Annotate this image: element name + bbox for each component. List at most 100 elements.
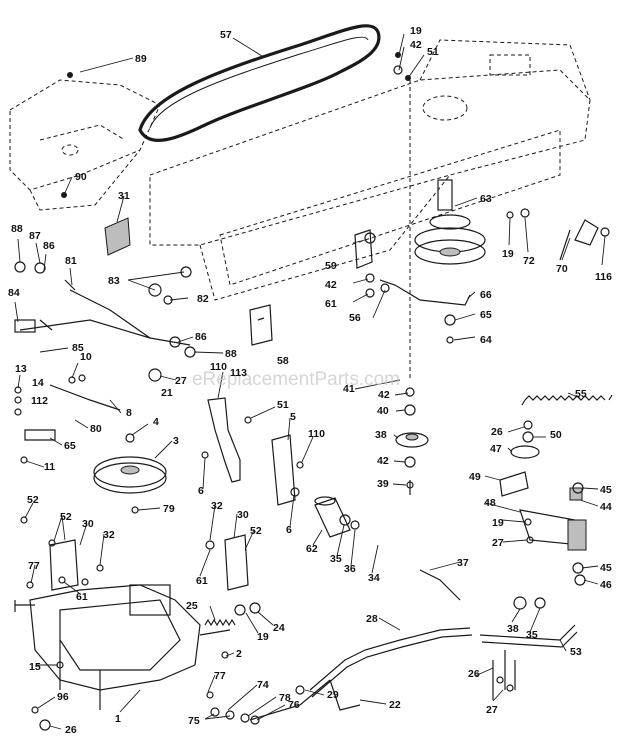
hardware — [14, 52, 610, 731]
callout: 5 — [290, 411, 296, 423]
callout: 22 — [389, 699, 401, 711]
callout: 65 — [480, 309, 492, 321]
callout: 61 — [196, 575, 208, 587]
bracket-110 — [207, 397, 241, 483]
callout: 47 — [490, 443, 502, 455]
callout: 14 — [32, 377, 44, 389]
callout: 52 — [250, 525, 262, 537]
callout: 88 — [225, 348, 237, 360]
callout: 52 — [27, 494, 39, 506]
idler-pulley-47 — [510, 445, 540, 459]
callout: 87 — [29, 230, 41, 242]
callout: 40 — [377, 405, 389, 417]
callout: 58 — [277, 355, 289, 367]
callout: 82 — [197, 293, 209, 305]
callout: 25 — [186, 600, 198, 612]
callout: 19 — [492, 517, 504, 529]
callout: 112 — [31, 395, 48, 407]
callout: 55 — [575, 388, 587, 400]
callout: 75 — [188, 715, 200, 727]
callout: 1 — [115, 713, 121, 725]
callout: 4 — [153, 416, 159, 428]
bracket-30-left — [49, 539, 79, 591]
callout: 31 — [118, 190, 130, 202]
callout: 15 — [29, 661, 41, 673]
callout: 21 — [161, 387, 173, 399]
idler-pulley-38 — [395, 432, 429, 448]
callout: 66 — [480, 289, 492, 301]
callout: 27 — [175, 375, 187, 387]
clutch-rod — [309, 627, 471, 691]
frame-rail-upper — [149, 69, 591, 246]
callout: 52 — [60, 511, 72, 523]
bracket-5 — [271, 434, 296, 506]
callout: 26 — [468, 668, 480, 680]
bracket-58 — [249, 304, 273, 346]
callout: 29 — [327, 689, 339, 701]
callout: 41 — [343, 383, 355, 395]
callout: 13 — [15, 363, 27, 375]
callout: 72 — [523, 255, 535, 267]
callout: 88 — [11, 223, 23, 235]
callout: 19 — [257, 631, 269, 643]
callout: 80 — [90, 423, 102, 435]
callout: 110 — [308, 428, 325, 440]
frame-rail-lower — [219, 129, 561, 286]
callout: 96 — [57, 691, 69, 703]
callout: 86 — [195, 331, 207, 343]
callout: 83 — [108, 275, 120, 287]
callout: 116 — [595, 271, 612, 283]
callout: 6 — [286, 524, 292, 536]
callout: 19 — [502, 248, 514, 260]
callout: 39 — [377, 478, 389, 490]
callout: 85 — [72, 342, 84, 354]
callout: 3 — [173, 435, 179, 447]
callout: 32 — [103, 529, 115, 541]
callout: 84 — [8, 287, 20, 299]
spring-25 — [204, 618, 236, 627]
callout: 10 — [80, 351, 92, 363]
callout-labels: 57 19 42 51 89 90 31 63 19 72 70 116 88 … — [8, 25, 612, 736]
callout: 77 — [28, 560, 40, 572]
callout: 27 — [486, 704, 498, 716]
callout: 2 — [236, 648, 242, 660]
callout: 81 — [65, 255, 77, 267]
callout: 38 — [375, 429, 387, 441]
hood-outline — [9, 79, 161, 211]
callout: 61 — [76, 591, 88, 603]
callout: 38 — [507, 623, 519, 635]
callout: 27 — [492, 537, 504, 549]
callout: 50 — [550, 429, 562, 441]
callout: 86 — [43, 240, 55, 252]
watermark: eReplacementParts.com — [192, 369, 400, 390]
callout: 51 — [427, 46, 439, 58]
callout: 42 — [325, 279, 337, 291]
callout: 35 — [330, 553, 342, 565]
bracket-30-right — [224, 534, 249, 591]
callout: 42 — [410, 39, 422, 51]
transaxle-pulley — [93, 456, 167, 494]
callout: 89 — [135, 53, 147, 65]
spacer-62 — [314, 496, 351, 538]
leader-lines — [14, 33, 606, 730]
engine-pulley — [414, 179, 486, 265]
callout: 19 — [410, 25, 422, 37]
callout: 42 — [377, 455, 389, 467]
callout: 49 — [469, 471, 481, 483]
callout: 64 — [480, 334, 492, 346]
callout: 11 — [44, 461, 55, 473]
callout: 45 — [600, 484, 612, 496]
callout: 34 — [368, 572, 380, 584]
callout: 59 — [325, 260, 337, 272]
callout: 37 — [457, 557, 469, 569]
callout: 8 — [126, 407, 132, 419]
callout: 61 — [325, 298, 337, 310]
callout: 70 — [556, 263, 568, 275]
callout: 6 — [198, 485, 204, 497]
callout: 30 — [82, 518, 94, 530]
callout: 36 — [344, 563, 356, 575]
callout: 28 — [366, 613, 378, 625]
callout: 62 — [306, 543, 318, 555]
shift-rod — [19, 319, 191, 346]
